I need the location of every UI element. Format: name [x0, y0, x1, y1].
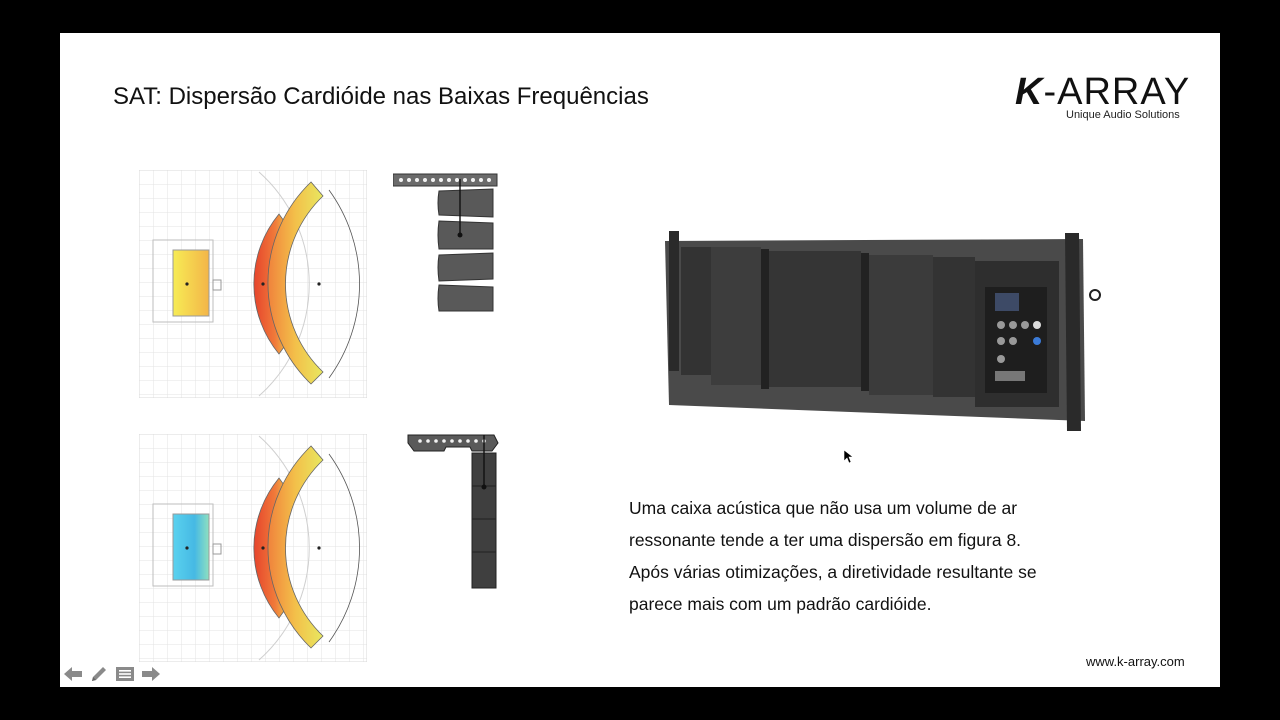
pen-tool-button[interactable]: [88, 663, 110, 685]
previous-slide-button[interactable]: [62, 663, 84, 685]
menu-icon: [116, 667, 134, 681]
dispersion-map-bottom: [139, 434, 367, 662]
description-line: Uma caixa acústica que não usa um volume…: [629, 498, 1018, 518]
description-line: ressonante tende a ter uma dispersão em …: [629, 530, 1022, 550]
arrow-right-icon: [142, 667, 160, 681]
next-slide-button[interactable]: [140, 663, 162, 685]
website-url: www.k-array.com: [1086, 654, 1185, 669]
slide-menu-button[interactable]: [114, 663, 136, 685]
presentation-slide: SAT: Dispersão Cardióide nas Baixas Freq…: [60, 33, 1220, 687]
array-diagram-top: [393, 173, 498, 312]
k-array-logo: K-ARRAY Unique Audio Solutions: [1015, 71, 1205, 123]
description-paragraph: Uma caixa acústica que não usa um volume…: [629, 492, 1099, 620]
logo-tagline: Unique Audio Solutions: [1066, 109, 1180, 121]
slide-title: SAT: Dispersão Cardióide nas Baixas Freq…: [113, 83, 649, 110]
dispersion-map-top: [139, 170, 367, 398]
line-array-cabinet-photo: [665, 231, 1101, 431]
description-line: Após várias otimizações, a diretividade …: [629, 562, 1037, 582]
description-line: parece mais com um padrão cardióide.: [629, 594, 932, 614]
logo-wordmark: K-ARRAY: [1015, 71, 1191, 113]
slideshow-toolbar: [62, 662, 162, 686]
array-diagram-bottom: [407, 434, 499, 589]
pencil-icon: [92, 667, 106, 681]
arrow-left-icon: [64, 667, 82, 681]
mouse-cursor-icon: [844, 450, 854, 464]
